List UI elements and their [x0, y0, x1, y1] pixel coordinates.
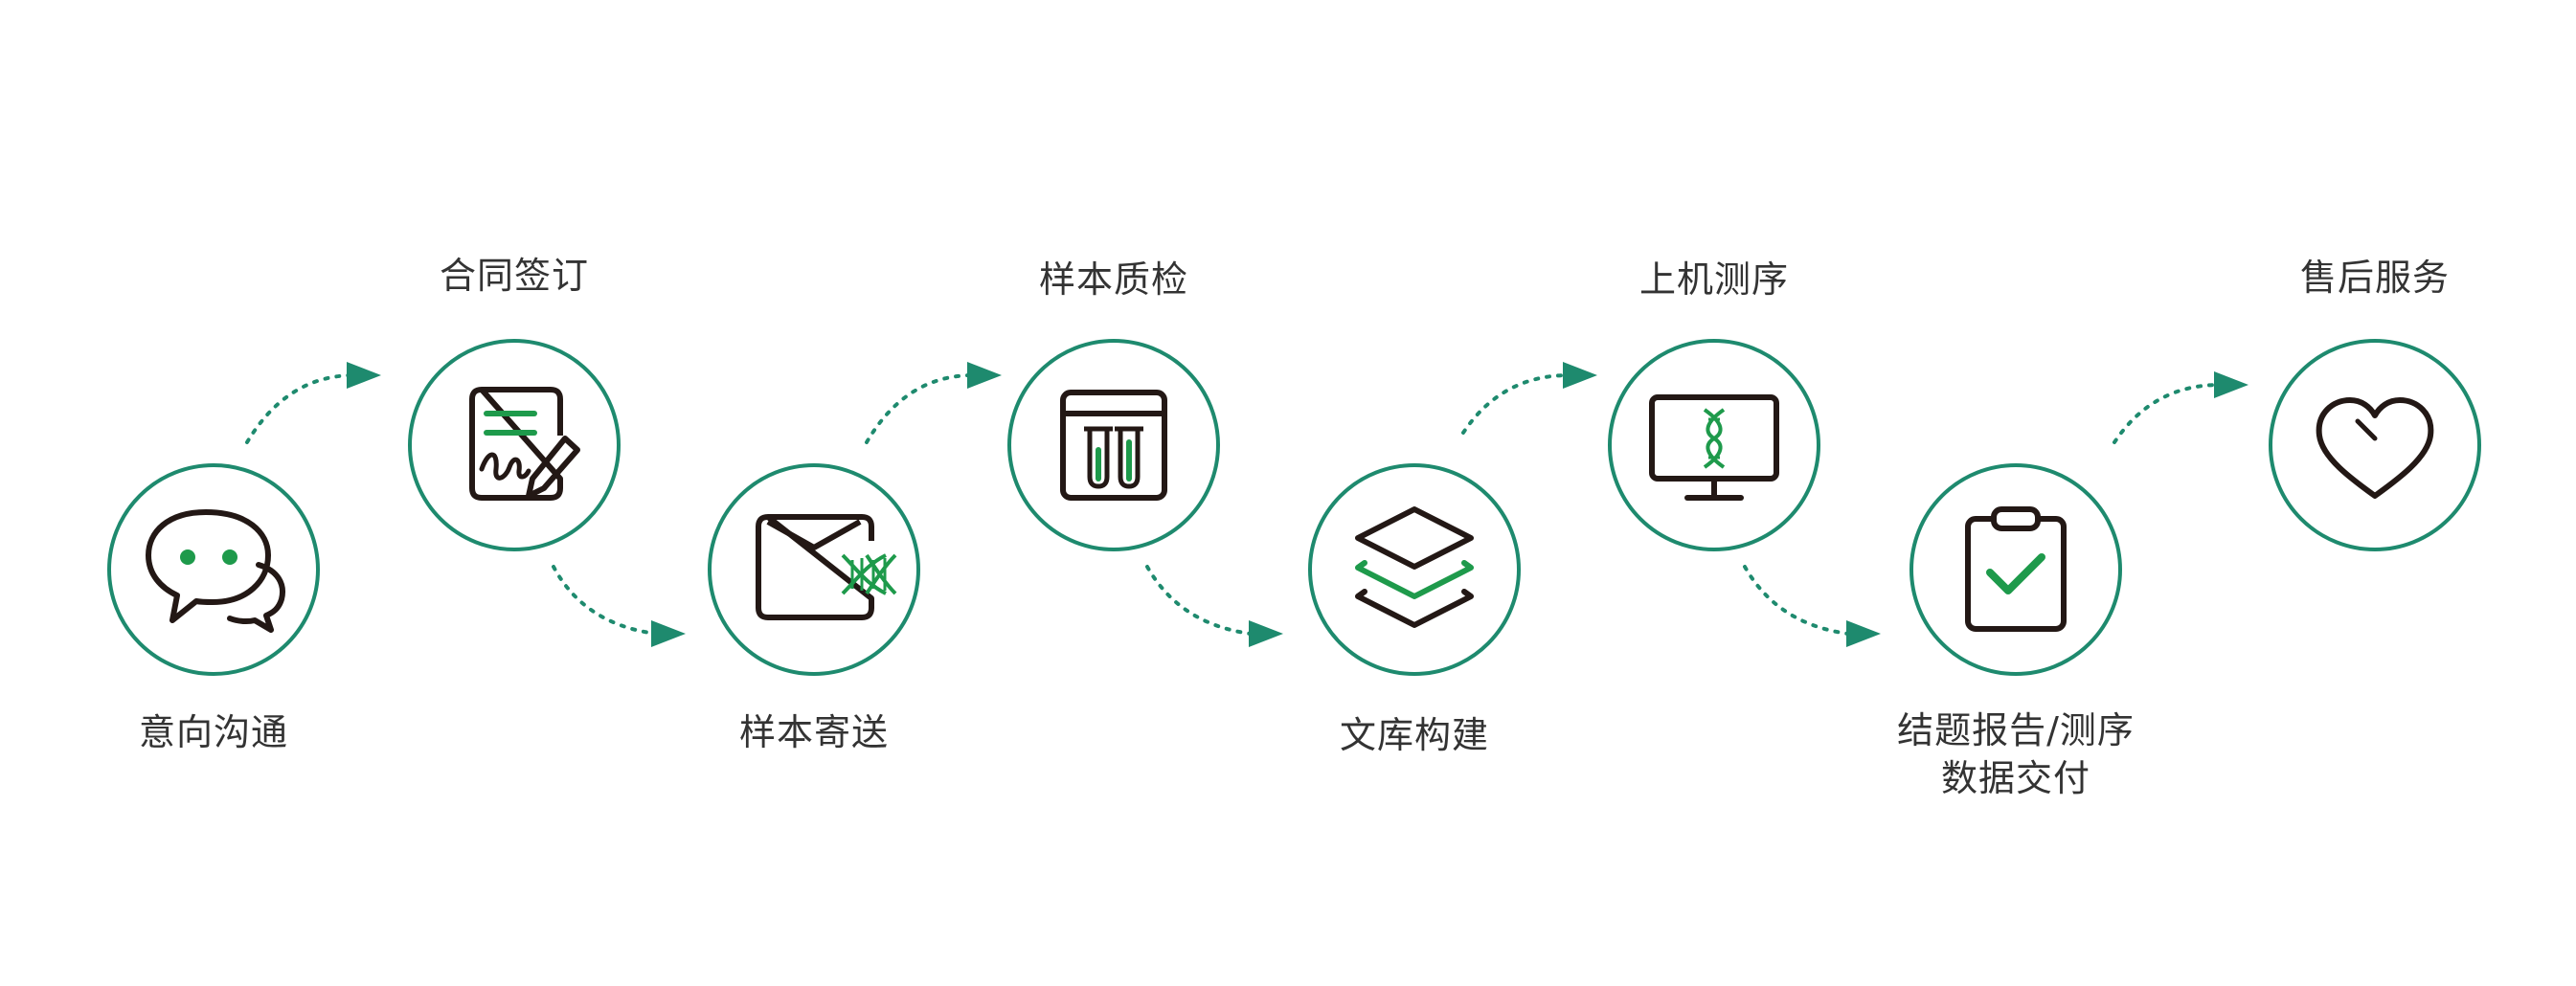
monitor-dna-icon	[1649, 394, 1779, 501]
connector-3-4	[865, 362, 1002, 444]
test-tubes-icon	[1060, 390, 1167, 501]
step-2-label: 合同签订	[439, 255, 590, 297]
step-5-node	[1308, 463, 1521, 676]
step-7-label-line-2: 数据交付	[1940, 757, 2090, 799]
envelope-dna-icon	[756, 514, 897, 620]
connector-5-6	[1461, 362, 1597, 435]
step-4-label: 样本质检	[1038, 258, 1189, 301]
layers-icon	[1355, 506, 1474, 628]
step-7-label: 结题报告/测序 数据交付	[1897, 706, 2135, 802]
step-8-node	[2269, 339, 2481, 551]
step-7-node	[1909, 463, 2122, 676]
step-2-node	[408, 339, 621, 551]
step-8-label: 售后服务	[2299, 257, 2451, 299]
contract-sign-icon	[469, 387, 580, 501]
step-1-label: 意向沟通	[138, 711, 289, 753]
connector-7-8	[2113, 371, 2248, 444]
connector-1-2	[245, 362, 381, 444]
step-5-label: 文库构建	[1339, 714, 1490, 756]
connector-2-3	[552, 565, 686, 647]
connector-4-5	[1145, 565, 1283, 647]
step-1-node	[107, 463, 320, 676]
step-6-label: 上机测序	[1638, 258, 1790, 301]
clipboard-check-icon	[1965, 506, 2067, 632]
connector-6-7	[1743, 565, 1881, 647]
step-4-node	[1007, 339, 1220, 551]
chat-bubbles-icon	[146, 509, 285, 633]
step-3-label: 样本寄送	[738, 711, 890, 753]
step-7-label-line-1: 结题报告/测序	[1897, 709, 2135, 751]
step-3-node	[708, 463, 920, 676]
heart-icon	[2316, 397, 2434, 499]
step-6-node	[1608, 339, 1820, 551]
